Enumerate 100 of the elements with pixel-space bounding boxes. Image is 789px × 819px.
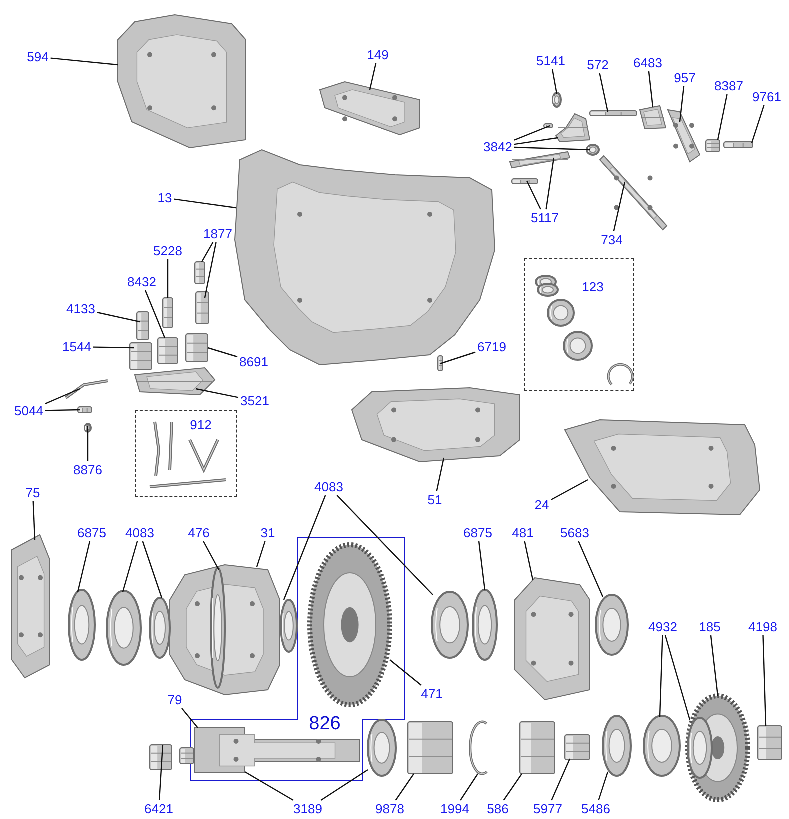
callout-number: 471 (421, 686, 443, 702)
callout-number: 3521 (240, 394, 270, 408)
seal-ring-drawing (68, 589, 96, 661)
bracket-drawing (639, 105, 667, 130)
leader-line (648, 71, 654, 108)
leader-line (167, 260, 169, 298)
callout-number: 24 (534, 498, 550, 512)
leader-line (97, 312, 140, 323)
leader-line (599, 73, 609, 112)
bearing-housing-drawing (514, 577, 590, 701)
bracket-drawing (65, 380, 108, 400)
bearing-drawing (149, 597, 171, 659)
spring-drawing (162, 298, 174, 328)
leader-line (201, 242, 214, 262)
nut-drawing (758, 726, 782, 760)
leader-line (203, 541, 220, 570)
leader-line (50, 58, 118, 66)
plate-drawing (512, 178, 538, 184)
leader-line (460, 774, 478, 801)
callout-number: 185 (699, 620, 721, 634)
callout-number: 4083 (126, 526, 154, 540)
shim-drawing (595, 594, 629, 656)
callout-number: 8876 (74, 462, 102, 478)
pin-drawing (544, 124, 554, 128)
callout-number: 13 (158, 190, 172, 206)
leader-line (503, 774, 522, 801)
callout-number: 149 (367, 48, 389, 62)
callout-number: 826 (309, 714, 341, 734)
leader-line (552, 69, 558, 94)
plate-drawing (134, 367, 216, 396)
leader-line (440, 352, 476, 365)
leader-line (87, 426, 89, 462)
callout-number: 31 (260, 526, 276, 540)
callout-number: 4198 (748, 620, 778, 634)
callout-number: 9878 (376, 802, 404, 816)
plug-drawing (186, 334, 208, 362)
oil-pan-drawing (564, 420, 761, 516)
callout-number: 79 (168, 692, 182, 708)
leader-line (390, 660, 422, 686)
callout-number: 6719 (478, 340, 506, 354)
shaft-drawing (599, 155, 668, 231)
bearing-cup-drawing (431, 591, 469, 659)
leader-line (664, 635, 691, 720)
ring-drawing (586, 144, 600, 156)
callout-number: 6421 (144, 802, 174, 816)
leader-line (32, 501, 36, 540)
leader-line (182, 708, 198, 728)
leader-line (598, 772, 609, 801)
leader-line (578, 541, 604, 598)
leader-line (256, 541, 266, 568)
leader-line (122, 541, 138, 592)
leader-line (524, 541, 534, 580)
leader-line (546, 158, 555, 210)
callout-number: 912 (190, 418, 212, 432)
callout-number: 5044 (14, 404, 44, 418)
callout-number: 957 (674, 70, 696, 86)
leader-line (369, 63, 377, 90)
leader-line (196, 388, 239, 398)
seal-ring-drawing (472, 589, 498, 661)
bushing-drawing (564, 734, 590, 760)
callout-number: 75 (26, 486, 40, 500)
bearing-cup-drawing (367, 719, 397, 777)
callout-number: 6875 (464, 526, 492, 540)
callout-number: 4083 (314, 480, 344, 494)
pin-drawing (724, 142, 754, 148)
rod-drawing (590, 110, 638, 116)
clip-drawing (552, 92, 562, 108)
leader-line (320, 770, 368, 801)
clip-drawing (78, 406, 92, 414)
callout-number: 5228 (154, 244, 182, 258)
bearing-drawing (280, 599, 298, 653)
screw-drawing (84, 423, 92, 433)
leader-line (45, 388, 80, 404)
callout-number: 8387 (714, 78, 744, 94)
leader-line (550, 479, 588, 500)
callout-number: 5977 (534, 802, 562, 816)
plug-drawing (130, 342, 152, 370)
callout-number: 51 (428, 492, 442, 508)
thrust-washer-drawing (602, 715, 632, 777)
leader-line (336, 495, 434, 596)
leader-line (526, 180, 542, 210)
callout-number: 6875 (78, 526, 106, 540)
callout-number: 1994 (440, 802, 470, 816)
bearing-drawing (687, 717, 713, 779)
callout-number: 5486 (582, 802, 610, 816)
leader-line (93, 346, 134, 349)
leader-line (710, 635, 719, 696)
leader-line (551, 758, 571, 801)
callout-number: 476 (188, 526, 210, 540)
leader-line (158, 744, 164, 801)
bearing-cup-drawing (106, 590, 142, 666)
callout-number: 1877 (204, 226, 232, 242)
leader-line (613, 182, 626, 232)
end-plate-drawing (12, 534, 50, 679)
lever-drawing (555, 113, 591, 143)
callout-number: 586 (487, 802, 509, 816)
callout-number: 481 (512, 526, 534, 540)
ring-gear-drawing (308, 542, 392, 708)
spring-drawing (196, 292, 210, 324)
pin-drawing (438, 356, 444, 372)
